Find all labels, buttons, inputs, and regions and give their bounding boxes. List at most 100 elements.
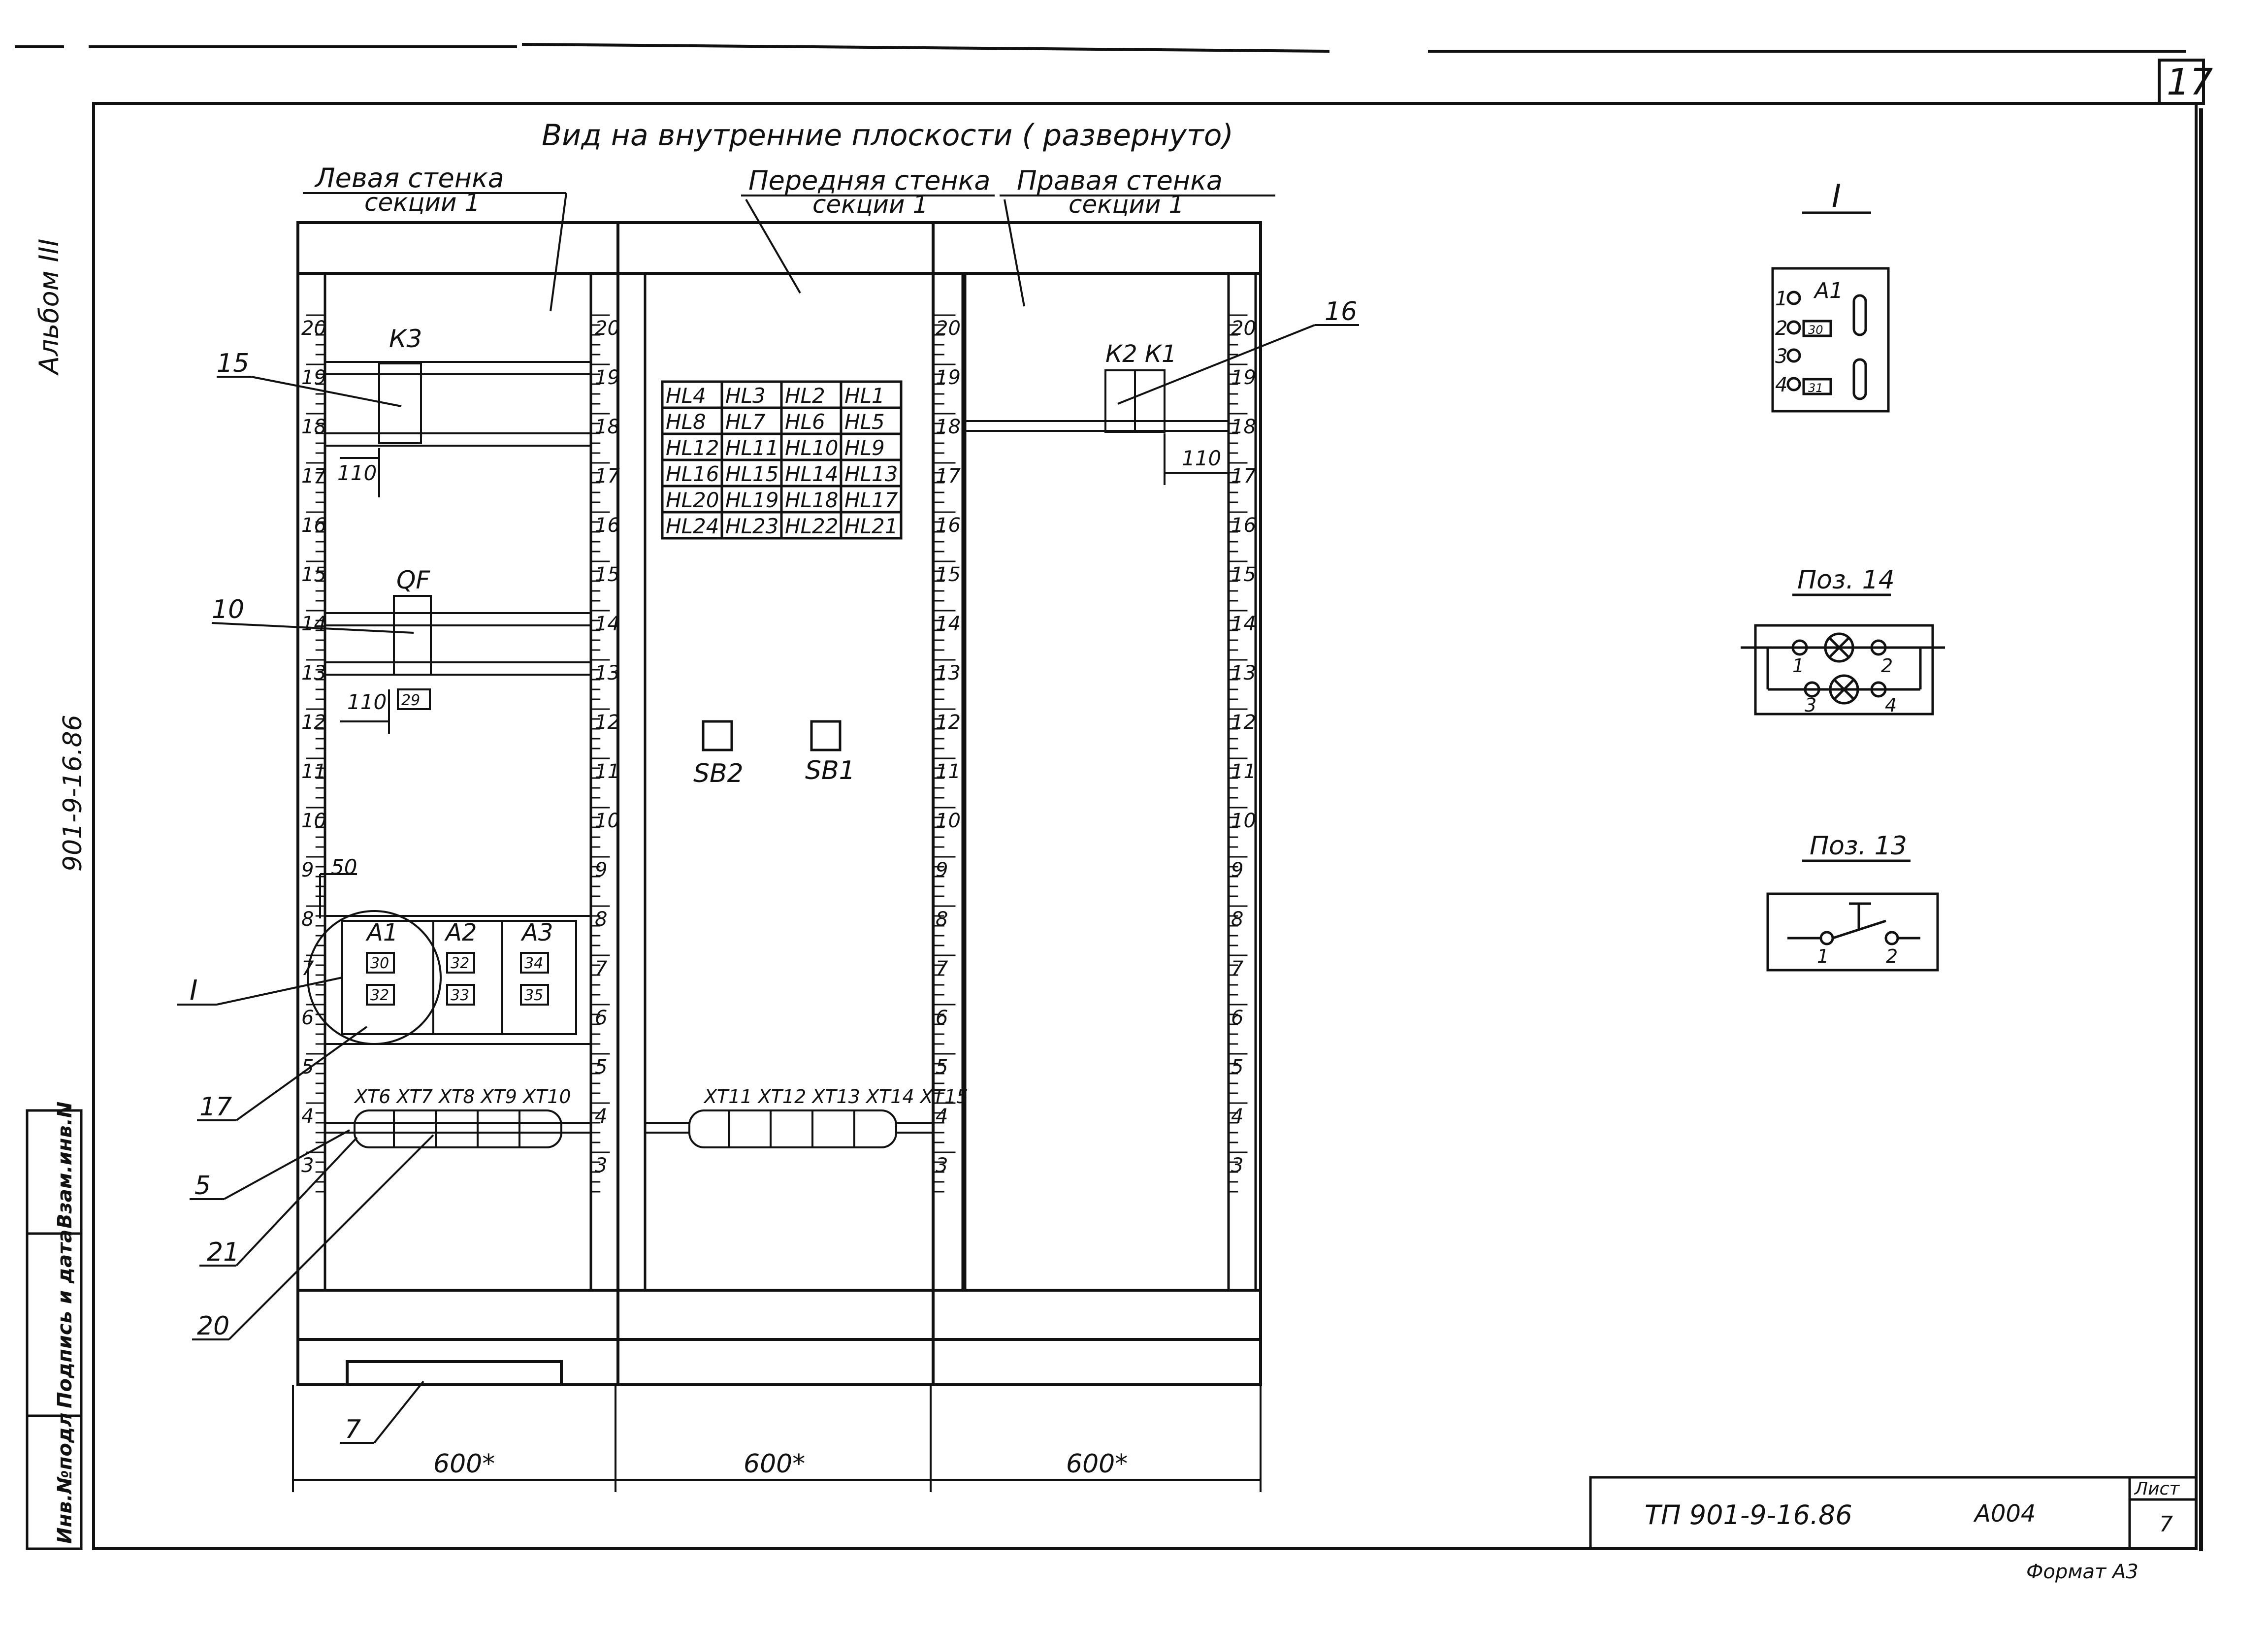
wall-right-label-2: секции 1 — [1069, 190, 1184, 219]
rail-number: 18 — [936, 416, 961, 438]
rail-number: 16 — [936, 514, 961, 537]
cabinet — [296, 221, 1262, 1386]
scan-top-lines — [15, 43, 2186, 53]
hl-label: HL10 — [785, 436, 838, 460]
rail-number: 14 — [595, 613, 620, 635]
rail-number: 15 — [1231, 563, 1256, 586]
rail-number: 6 — [1231, 1007, 1243, 1029]
qf-tag: 29 — [401, 692, 420, 709]
rail-number: 18 — [595, 416, 620, 438]
rail-number: 15 — [301, 563, 326, 586]
hl-label: HL2 — [785, 384, 825, 408]
detail-i-a1: А1 — [1813, 278, 1843, 303]
hl-grid — [661, 380, 903, 540]
button-sb2 — [702, 720, 733, 751]
hl-label: HL24 — [666, 514, 719, 538]
rail-number: 4 — [1231, 1105, 1243, 1128]
detail-i-t1: 1 — [1775, 288, 1787, 310]
callout-7: 7 — [345, 1415, 361, 1444]
stamp-signature-date: Подпись и дата — [54, 1230, 76, 1408]
rail-number: 9 — [301, 859, 314, 881]
pos13-title: Поз. 13 — [1810, 831, 1907, 861]
rail-numbers: 2019181716151413121110987654320191817161… — [301, 317, 1256, 1177]
terminal-strip-front — [688, 1109, 897, 1148]
rail-number: 17 — [1231, 465, 1256, 488]
rail-number: 8 — [301, 908, 314, 931]
rail-number: 9 — [595, 859, 607, 881]
rail-number: 5 — [595, 1056, 607, 1078]
rail-number: 6 — [595, 1007, 607, 1029]
detail-i-tag30: 30 — [1808, 323, 1823, 337]
rail-number: 17 — [301, 465, 326, 488]
hl-label: HL18 — [785, 488, 838, 512]
stamp-vzam-inv: Взам.инв.N — [54, 1102, 76, 1229]
rail-number: 7 — [595, 957, 608, 980]
dim-50: 50 — [331, 855, 357, 879]
detail-i — [1771, 211, 1890, 413]
rail-number: 14 — [301, 613, 326, 635]
hl-label: HL23 — [725, 514, 778, 538]
detail-i-t3: 3 — [1775, 345, 1787, 368]
dim-2: 600* — [744, 1449, 805, 1479]
rail-number: 18 — [301, 416, 326, 438]
a2-tag-33: 33 — [451, 987, 469, 1004]
a3-tag-35: 35 — [524, 987, 543, 1004]
list-label: Лист — [2134, 1479, 2180, 1499]
hl-label: HL8 — [666, 410, 706, 434]
rail-number: 14 — [1231, 613, 1256, 635]
wall-right-label-1: Правая стенка — [1017, 165, 1223, 196]
pos14-symbol — [1741, 593, 1945, 716]
pos14-t2: 2 — [1881, 655, 1893, 677]
rail-number: 11 — [301, 760, 326, 783]
callout-15: 15 — [217, 349, 249, 378]
rail-number: 3 — [936, 1154, 948, 1177]
a3-label: А3 — [520, 919, 553, 946]
rail-number: 3 — [595, 1154, 607, 1177]
pos13-t1: 1 — [1817, 945, 1829, 967]
rail-number: 9 — [1231, 859, 1243, 881]
stamp-inv-podl: Инв.№подл — [54, 1413, 76, 1544]
pos14-t4: 4 — [1885, 694, 1897, 716]
callout-21: 21 — [207, 1238, 239, 1267]
rail-number: 12 — [1231, 711, 1256, 734]
rail-number: 17 — [595, 465, 620, 488]
rail-number: 8 — [1231, 908, 1243, 931]
callout-i: I — [190, 975, 198, 1007]
rail-1 — [296, 272, 326, 1292]
breaker-qf — [393, 595, 432, 676]
callout-17: 17 — [199, 1092, 232, 1122]
rail-number: 13 — [595, 662, 620, 684]
rail-number: 19 — [1231, 366, 1256, 389]
sb-buttons — [702, 720, 842, 751]
rail-3 — [616, 272, 647, 1292]
a1-tag-32: 32 — [370, 987, 389, 1004]
k3-label: К3 — [389, 325, 422, 353]
rail-number: 20 — [936, 317, 961, 340]
rail-number: 14 — [936, 613, 961, 635]
list-number: 7 — [2159, 1512, 2173, 1537]
pos13-t2: 2 — [1886, 945, 1898, 967]
doc-suffix: А004 — [1973, 1500, 2036, 1528]
sheet-frame — [92, 59, 2205, 1551]
detail-i-title: I — [1832, 178, 1841, 215]
pos14-title: Поз. 14 — [1797, 565, 1895, 595]
hl-label: HL17 — [844, 488, 898, 512]
dim-110-c: 110 — [1182, 446, 1221, 470]
doc-code: ТП 901-9-16.86 — [1645, 1499, 1852, 1531]
qf-tag-box — [397, 688, 431, 710]
rail-number: 15 — [595, 563, 620, 586]
hl-label: HL20 — [666, 488, 719, 512]
rail-number: 5 — [1231, 1056, 1243, 1078]
k2k1-label: К2 К1 — [1105, 340, 1177, 368]
rail-number: 19 — [301, 366, 326, 389]
qf-label: QF — [396, 566, 430, 594]
dim-1: 600* — [433, 1449, 495, 1479]
hl-label: HL4 — [666, 384, 706, 408]
wall-front-label-2: секции 1 — [812, 190, 928, 219]
wall-left-label-1: Левая стенка — [314, 163, 504, 194]
rail-number: 17 — [936, 465, 961, 488]
rail-ticks — [306, 314, 1248, 1193]
hl-label: HL19 — [725, 488, 778, 512]
terminal-block-rail — [325, 1109, 933, 1148]
